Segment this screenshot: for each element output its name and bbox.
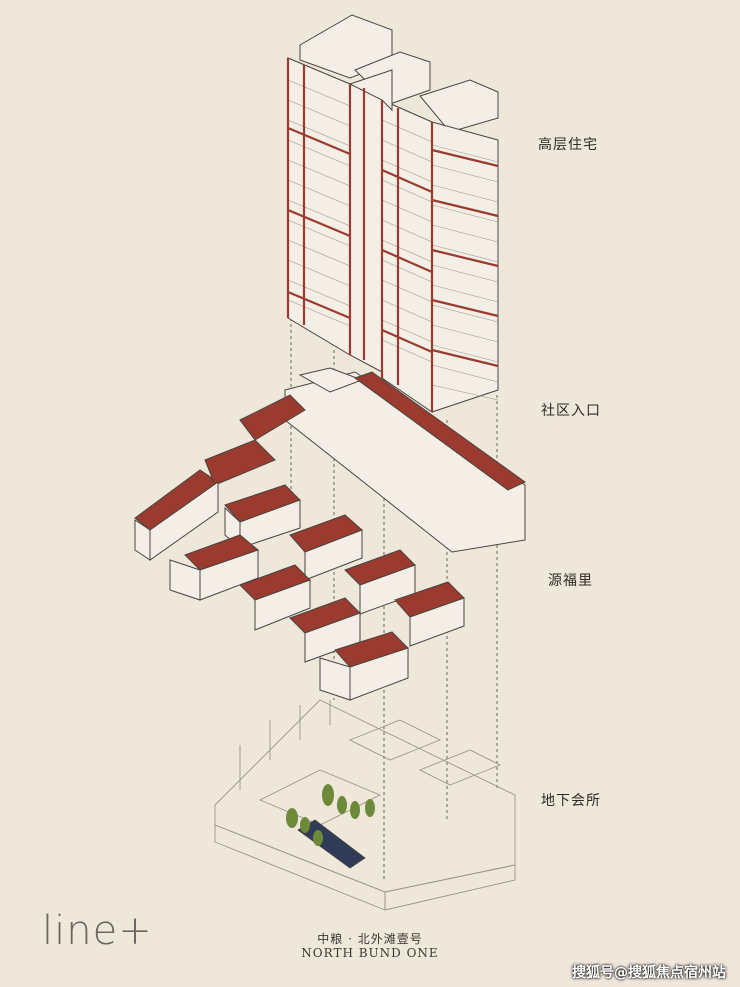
clubhouse-block xyxy=(214,699,516,911)
house-row-1 xyxy=(224,484,465,647)
tower-floor-lines xyxy=(287,79,499,401)
project-name-cn: 中粮 · 北外滩壹号 xyxy=(317,932,423,946)
label-clubhouse: 地下会所 xyxy=(541,793,601,809)
house-row-2 xyxy=(169,534,409,701)
lane-houses-block xyxy=(134,367,526,561)
watermark: 搜狐号@搜狐焦点宿州站 xyxy=(572,965,726,981)
brand-logo: line+ xyxy=(42,908,153,954)
trees xyxy=(286,784,375,846)
label-entrance: 社区入口 xyxy=(541,403,601,419)
label-lanes: 源福里 xyxy=(548,573,593,589)
project-name-en: NORTH BUND ONE xyxy=(301,946,439,960)
label-tower: 高层住宅 xyxy=(538,137,598,153)
tower-red-trims xyxy=(286,58,499,412)
lane-house-grid xyxy=(169,484,465,701)
